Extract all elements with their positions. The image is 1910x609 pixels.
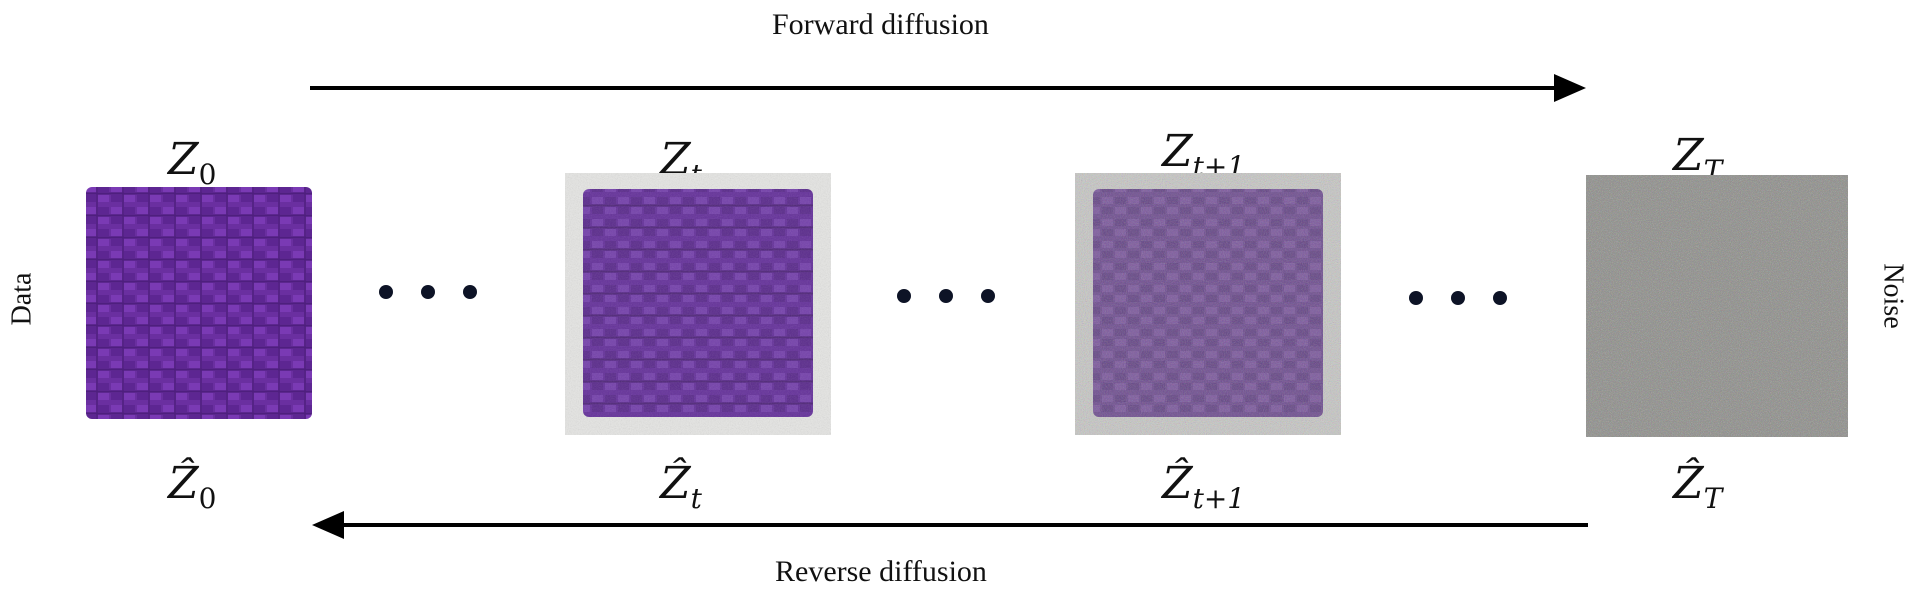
label-zT: ZT: [1673, 134, 1722, 185]
label-zt1-base: Z: [1162, 126, 1193, 177]
ellipsis-2: [897, 289, 995, 303]
label-z0-base: Z: [168, 134, 199, 185]
label-zhatT-base: Ẑ: [1673, 458, 1704, 509]
reverse-diffusion-label: Reverse diffusion: [775, 555, 987, 588]
label-z0-sub: 0: [198, 158, 217, 191]
noise-side-label: Noise: [1877, 263, 1909, 329]
label-zhat0-base: Ẑ: [168, 458, 199, 509]
panel-zt1-image: [1075, 173, 1341, 435]
label-zT-base: Z: [1673, 130, 1704, 181]
label-zhatt1-sub: t+1: [1192, 482, 1246, 515]
label-zhatt: Ẑt: [660, 462, 702, 513]
label-zhatt-sub: t: [690, 482, 702, 515]
ellipsis-3: [1409, 291, 1507, 305]
forward-diffusion-label: Forward diffusion: [772, 8, 989, 41]
label-zhatt-base: Ẑ: [660, 458, 691, 509]
data-side-label: Data: [6, 272, 38, 326]
reverse-arrow: [312, 511, 1588, 539]
panel-z0-data-image: [86, 187, 312, 419]
label-z0: Z0: [168, 138, 216, 189]
panel-zt-image: [565, 173, 831, 435]
label-zhatt1: Ẑt+1: [1162, 462, 1245, 513]
label-zhat0-sub: 0: [198, 482, 217, 515]
label-zhatT: ẐT: [1673, 462, 1722, 513]
ellipsis-1: [379, 285, 477, 299]
label-zhatT-sub: T: [1703, 482, 1723, 515]
label-zhat0: Ẑ0: [168, 462, 216, 513]
forward-arrow: [310, 74, 1586, 102]
label-zhatt1-base: Ẑ: [1162, 458, 1193, 509]
panel-zT-noise-image: [1586, 175, 1848, 437]
